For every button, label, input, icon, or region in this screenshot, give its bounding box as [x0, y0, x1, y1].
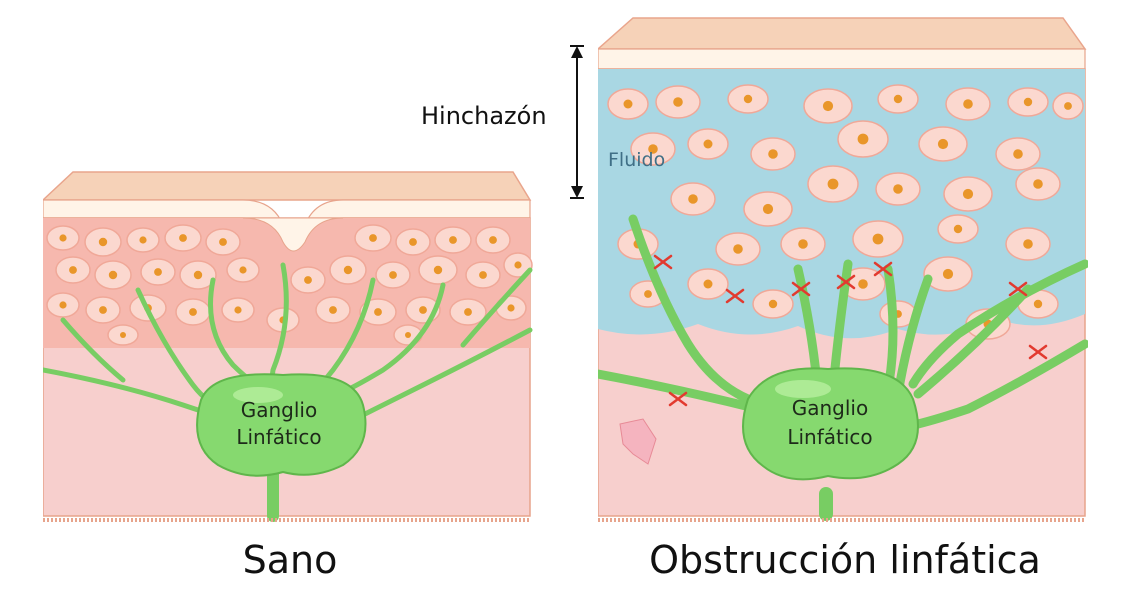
cell-nucleus	[304, 276, 312, 284]
cell-nucleus	[239, 266, 247, 274]
cell-nucleus	[98, 237, 108, 247]
cell-nucleus	[1064, 102, 1072, 110]
cell-nucleus	[703, 139, 713, 149]
lymph-node	[742, 367, 919, 481]
cell-nucleus	[433, 265, 443, 275]
blockage-marker	[791, 281, 811, 297]
cell-nucleus	[329, 306, 337, 314]
cell-nucleus	[953, 224, 963, 234]
cell-nucleus	[69, 266, 77, 274]
blockage-marker	[1028, 344, 1048, 360]
lymph-node-highlight	[775, 380, 831, 398]
blockage-marker	[668, 391, 688, 407]
blockage-marker	[725, 288, 745, 304]
cell-nucleus	[1013, 149, 1023, 159]
cell-nucleus	[1023, 239, 1033, 249]
node-label-line2: Linfático	[787, 425, 872, 449]
cell-nucleus	[688, 194, 698, 204]
cell-nucleus	[374, 308, 382, 316]
cell-nucleus	[648, 144, 658, 154]
skin-surface-top	[43, 171, 532, 201]
lymphatic-obstruction-diagram: Fluido Ganglio Linfático	[598, 17, 1088, 522]
node-label-line2: Linfático	[236, 425, 321, 449]
cell-nucleus	[179, 234, 187, 242]
cell-nucleus	[139, 236, 147, 244]
cell-nucleus	[872, 233, 884, 245]
cell-nucleus	[343, 265, 353, 275]
cell-nucleus	[189, 308, 197, 316]
cell-nucleus	[219, 238, 227, 246]
healthy-caption: Sano	[242, 538, 338, 582]
node-label-line1: Ganglio	[792, 396, 868, 420]
swollen-cell-cluster	[607, 84, 1084, 340]
swelling-arrow	[570, 45, 584, 199]
node-label-line1: Ganglio	[241, 398, 317, 422]
cell-nucleus	[963, 99, 973, 109]
cell-nucleus	[405, 332, 411, 338]
cell-nucleus	[644, 290, 652, 298]
cell-nucleus	[893, 184, 903, 194]
fluid-label: Fluido	[608, 149, 665, 171]
cell-nucleus	[449, 236, 457, 244]
cell-nucleus	[762, 203, 774, 215]
healthy-skin-diagram: Ganglio Linfático	[43, 171, 533, 522]
cell-nucleus	[623, 99, 633, 109]
cell-nucleus	[962, 188, 974, 200]
blockage-markers	[653, 254, 1048, 407]
tissue-fragment	[619, 418, 657, 465]
cell-nucleus	[99, 306, 107, 314]
cell-nucleus	[234, 306, 242, 314]
cell-nucleus	[59, 301, 67, 309]
lymph-node-highlight	[233, 387, 283, 403]
cell-nucleus	[822, 100, 834, 112]
cell-nucleus	[857, 133, 869, 145]
epidermis-layer	[598, 48, 1086, 70]
cell-nucleus	[409, 238, 417, 246]
blockage-marker	[873, 261, 893, 277]
healthy-skin-panel: Ganglio Linfático	[43, 170, 533, 530]
cell-nucleus	[419, 306, 427, 314]
cell-nucleus	[673, 97, 683, 107]
cell-nucleus	[389, 271, 397, 279]
blockage-marker	[653, 254, 673, 270]
cell-nucleus	[120, 332, 126, 338]
cell-nucleus	[768, 299, 778, 309]
cell-nucleus	[479, 271, 487, 279]
cell-cluster	[46, 224, 533, 346]
cell-nucleus	[464, 308, 472, 316]
cell-nucleus	[108, 270, 118, 280]
cell-nucleus	[893, 94, 903, 104]
cell-nucleus	[59, 234, 67, 242]
cell-nucleus	[937, 138, 949, 150]
obstruction-caption: Obstrucción linfática	[649, 538, 1041, 582]
cell-nucleus	[1023, 97, 1033, 107]
skin-dimple	[242, 217, 344, 252]
cell-nucleus	[193, 270, 203, 280]
cell-nucleus	[1033, 299, 1043, 309]
blockage-marker	[836, 274, 856, 290]
cell-nucleus	[858, 279, 868, 289]
cell-nucleus	[703, 279, 713, 289]
cell-nucleus	[827, 178, 839, 190]
cell-nucleus	[154, 268, 162, 276]
skin-surface-top	[598, 17, 1087, 50]
cell-nucleus	[733, 244, 743, 254]
blocked-skin-panel: Fluido Ganglio Linfático	[598, 14, 1088, 529]
cell-nucleus	[768, 149, 778, 159]
blockage-marker	[1008, 281, 1028, 297]
cell-nucleus	[1033, 179, 1043, 189]
cell-nucleus	[942, 268, 954, 280]
swelling-label: Hinchazón	[421, 102, 547, 130]
cell-nucleus	[507, 304, 515, 312]
cell-nucleus	[798, 239, 808, 249]
cell-nucleus	[369, 234, 377, 242]
cell-nucleus	[489, 236, 497, 244]
cell-nucleus	[514, 261, 522, 269]
cell-nucleus	[743, 94, 753, 104]
